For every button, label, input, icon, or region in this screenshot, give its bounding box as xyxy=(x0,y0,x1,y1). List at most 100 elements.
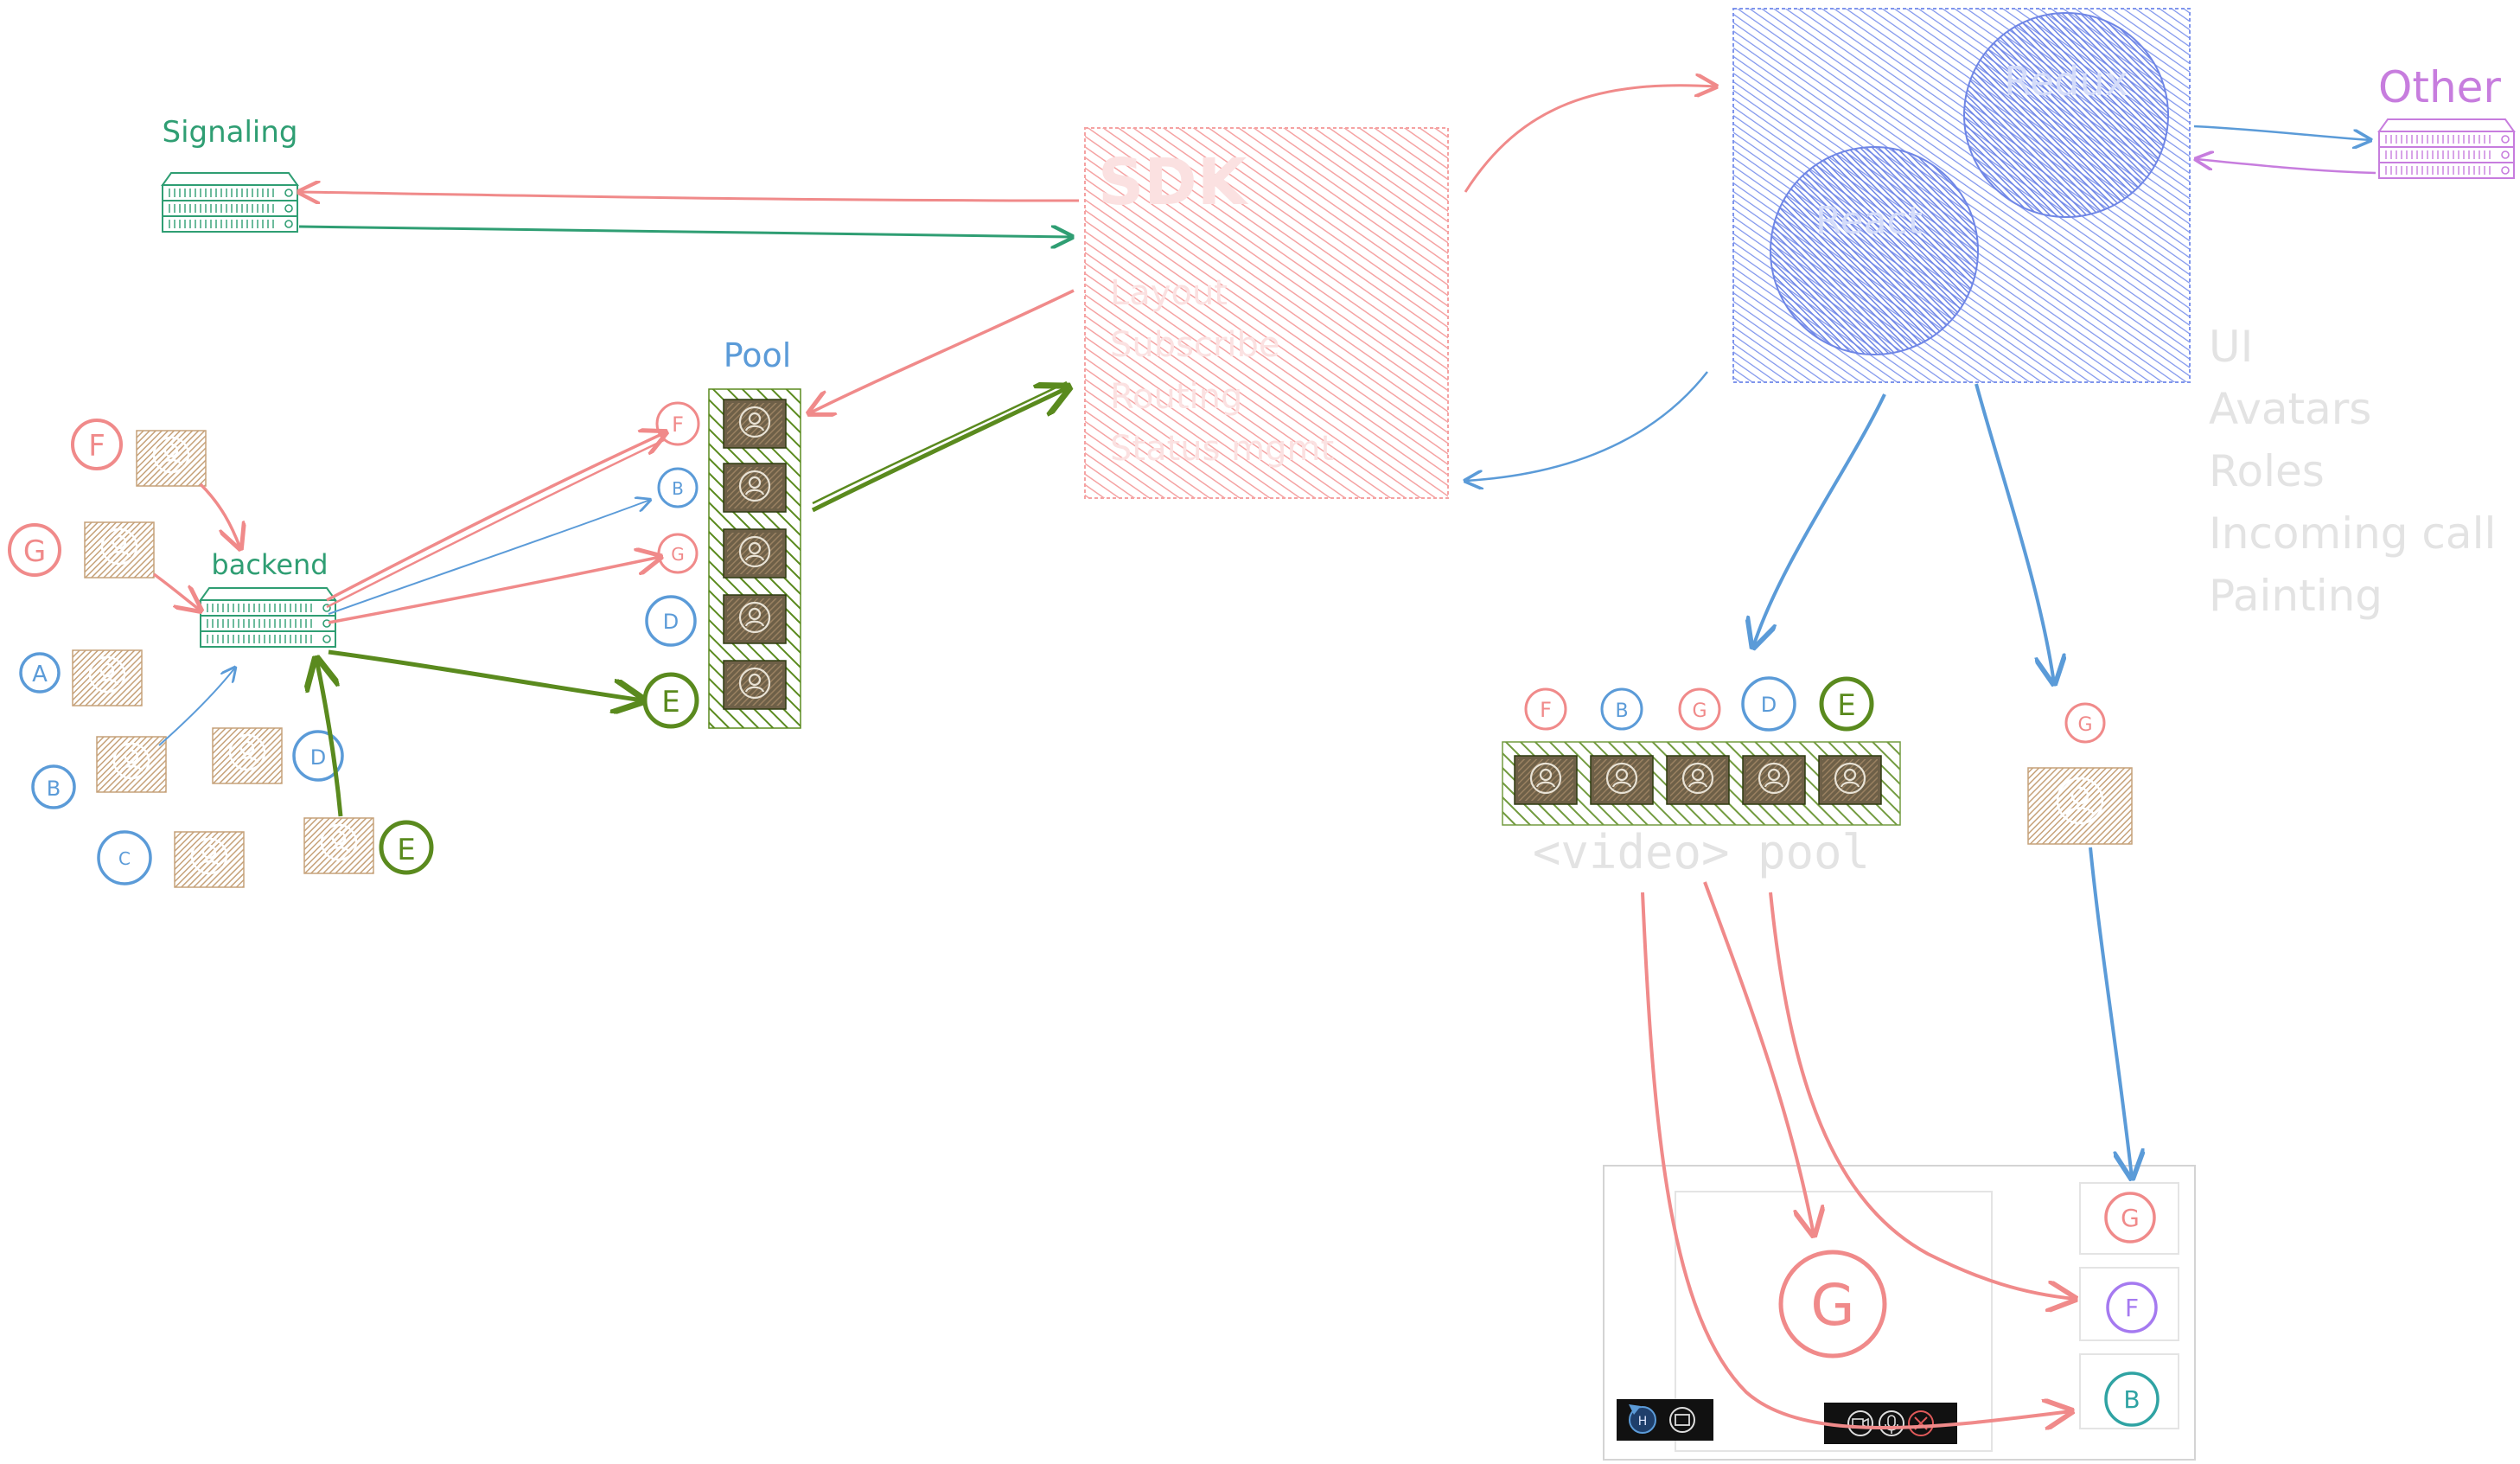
sdk-title: SDK xyxy=(1098,145,1249,220)
video-pool-label: <video> pool xyxy=(1533,825,1870,879)
svg-text:A: A xyxy=(32,662,48,687)
side-tile-b-avatar: B xyxy=(2104,1371,2160,1427)
screen-share-icon[interactable] xyxy=(1669,1407,1695,1433)
arrow-backend-to-f xyxy=(326,432,666,602)
pool-circle-e: E xyxy=(642,672,699,729)
svg-text:C: C xyxy=(118,848,131,869)
svg-text:B: B xyxy=(2123,1385,2140,1414)
arrow-pool-to-stage xyxy=(1703,881,1814,1235)
arrow-sdk-to-signaling xyxy=(299,192,1080,201)
tile-g[interactable] xyxy=(2079,1182,2179,1255)
pool-circle-b: B xyxy=(657,467,699,508)
signaling-server: Signaling xyxy=(162,115,298,233)
video-pool: F B G D E <video> pool xyxy=(1502,676,1901,879)
participant-a: A xyxy=(19,649,144,707)
arrow-sdk-to-pool xyxy=(809,289,1075,413)
tile-f[interactable] xyxy=(2079,1267,2179,1341)
arrow-pool-to-b-tile xyxy=(1641,892,2071,1428)
concern-painting: Painting xyxy=(2209,571,2383,621)
svg-text:G: G xyxy=(671,544,685,565)
svg-text:G: G xyxy=(23,534,46,569)
pool-circle-f: F xyxy=(655,401,700,446)
pool-circle-g: G xyxy=(657,533,699,574)
arrow-other-to-store xyxy=(2196,159,2376,175)
call-controls-bar xyxy=(1824,1403,1957,1444)
arrow-store-to-sdk xyxy=(1465,371,1708,481)
arrow-backend-to-f-2 xyxy=(326,438,667,609)
participant-b: B xyxy=(31,735,168,809)
arrow-pool-to-sdk xyxy=(811,387,1069,513)
video-pool-circle-g: G xyxy=(1678,687,1721,731)
svg-text:B: B xyxy=(1615,700,1628,722)
arrow-e-to-backend xyxy=(316,659,343,817)
sdk-line-2: Subscribe xyxy=(1110,325,1280,365)
self-view-bar[interactable]: H xyxy=(1617,1399,1713,1441)
svg-text:D: D xyxy=(663,610,679,634)
side-tile-f-avatar: F xyxy=(2106,1282,2158,1333)
participant-d: D xyxy=(211,726,344,785)
arrow-backend-to-g xyxy=(328,557,660,624)
arrow-g-to-backend xyxy=(152,572,201,611)
backend-label: backend xyxy=(211,548,328,581)
arrow-b-to-backend xyxy=(158,668,235,746)
arrow-backend-to-e xyxy=(328,649,643,700)
concern-ui: UI xyxy=(2209,322,2253,372)
svg-text:G: G xyxy=(2121,1204,2140,1232)
svg-text:G: G xyxy=(2077,714,2092,736)
active-speaker: G xyxy=(2027,702,2133,845)
video-pool-circle-b: B xyxy=(1600,687,1643,731)
svg-text:E: E xyxy=(397,833,415,867)
arrow-pool-to-sdk-2 xyxy=(812,380,1068,505)
side-tile-g-avatar: G xyxy=(2104,1192,2156,1243)
sdk-block: SDK Layout Subscribe Routing Status mgmt xyxy=(1084,127,1449,499)
arrow-f-to-backend xyxy=(199,483,240,548)
store-block: Redux React xyxy=(1732,8,2191,383)
arrow-speaker-to-g-tile xyxy=(2089,847,2132,1178)
svg-text:E: E xyxy=(661,685,679,719)
video-pool-circle-e: E xyxy=(1819,676,1874,732)
svg-text:F: F xyxy=(672,412,684,437)
svg-text:G: G xyxy=(1810,1272,1854,1339)
arrow-signaling-to-sdk xyxy=(298,227,1072,237)
pool-label: Pool xyxy=(724,336,792,374)
concern-roles: Roles xyxy=(2209,446,2325,496)
sdk-line-3: Routing xyxy=(1110,377,1242,417)
svg-text:F: F xyxy=(88,429,105,463)
concern-incoming-call: Incoming call xyxy=(2209,508,2496,559)
svg-text:D: D xyxy=(1761,693,1777,717)
arrow-store-to-active-speaker xyxy=(1975,383,2054,683)
arrow-store-to-video-pool xyxy=(1753,393,1886,647)
signaling-label: Signaling xyxy=(162,115,297,150)
tile-b[interactable] xyxy=(2079,1353,2179,1429)
participant-c: C xyxy=(97,830,246,889)
arrow-pool-to-f-tile xyxy=(1769,892,2075,1299)
pool-circle-d: D xyxy=(645,595,697,647)
participant-g: G xyxy=(8,521,156,579)
pool: Pool F B G D E xyxy=(642,336,801,729)
arrow-store-to-other xyxy=(2193,125,2370,140)
svg-text:F: F xyxy=(1540,698,1552,722)
redux-label: Redux xyxy=(2004,58,2128,105)
backend-server: backend xyxy=(200,548,336,648)
concern-avatars: Avatars xyxy=(2209,384,2371,434)
sdk-line-1: Layout xyxy=(1110,273,1228,313)
svg-text:F: F xyxy=(2125,1294,2139,1322)
video-pool-circle-d: D xyxy=(1741,676,1796,732)
concerns-list: UI Avatars Roles Incoming call Painting xyxy=(2209,322,2496,621)
video-pool-circle-f: F xyxy=(1524,687,1567,731)
participant-e: E xyxy=(303,816,434,875)
svg-text:B: B xyxy=(47,777,61,801)
participant-f: F xyxy=(71,419,207,488)
other-server: Other xyxy=(2378,62,2515,179)
svg-text:G: G xyxy=(1692,700,1707,722)
arrow-sdk-to-store xyxy=(1464,86,1716,193)
react-label: React xyxy=(1815,199,1923,243)
sdk-line-4: Status mgmt xyxy=(1110,429,1334,469)
other-label: Other xyxy=(2378,62,2501,112)
active-speaker-circle-g: G xyxy=(2064,702,2106,744)
stage-tile-g: G xyxy=(1778,1250,1887,1359)
self-avatar: H xyxy=(1638,1415,1648,1429)
svg-text:E: E xyxy=(1837,688,1855,723)
participants-left: F G A B C D E xyxy=(8,419,434,889)
